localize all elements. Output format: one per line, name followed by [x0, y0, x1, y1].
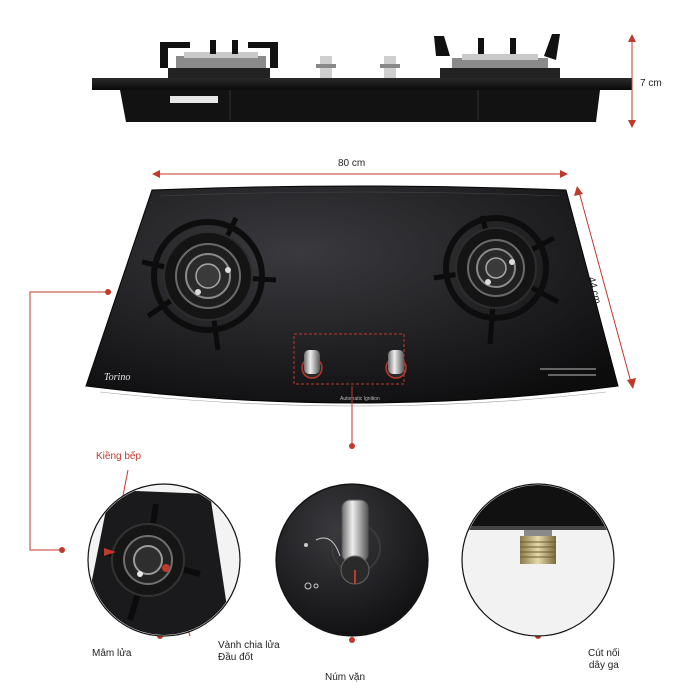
- hob-top-view: Torino Automatic Ignition: [85, 185, 619, 407]
- burner-right: [433, 215, 560, 345]
- spec-text-lines: [540, 368, 596, 376]
- detail-knob: [275, 483, 429, 637]
- callout-pan-support: Kiềng bếp: [96, 451, 142, 462]
- callout-flame-spreader: Vành chia lửa Đầu đốt: [218, 640, 280, 664]
- height-dimension: [628, 34, 636, 128]
- callout-flame-spreader-line1: Vành chia lửa: [218, 640, 280, 651]
- width-label: 80 cm: [338, 158, 366, 169]
- detail-gas-connector: [461, 483, 615, 637]
- knob-right: [385, 350, 407, 379]
- callout-flame-spreader-line2: Đầu đốt: [218, 652, 254, 663]
- depth-dimension: [574, 186, 636, 389]
- callout-burner-tray: Mâm lửa: [92, 648, 132, 659]
- side-view: [92, 34, 632, 122]
- callout-knob: Núm vặn: [325, 672, 366, 683]
- ignition-text: Automatic Ignition: [340, 396, 380, 402]
- knob-left: [301, 350, 323, 379]
- side-burner-left: [160, 40, 278, 78]
- height-label: 7 cm: [640, 78, 662, 89]
- burner-left: [141, 216, 277, 351]
- side-burner-right: [434, 34, 560, 78]
- detail-burner: [87, 483, 241, 637]
- side-knob-stems: [316, 56, 400, 78]
- knob-highlight-box: [293, 333, 405, 385]
- callout-gas-connector: Cút nối dây ga: [588, 648, 620, 672]
- callout-gas-connector-line2: dây ga: [588, 660, 619, 671]
- callout-gas-connector-line1: Cút nối: [588, 648, 620, 659]
- brand-logo: Torino: [104, 372, 130, 383]
- width-dimension: [152, 170, 568, 178]
